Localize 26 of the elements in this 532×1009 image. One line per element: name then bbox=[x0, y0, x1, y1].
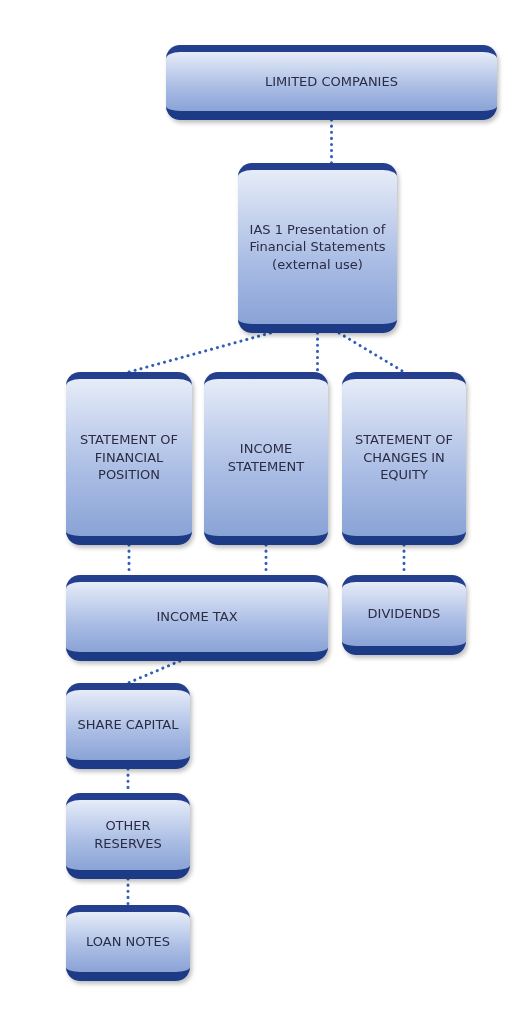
dotted-connector bbox=[127, 331, 272, 374]
rounded-box bbox=[204, 372, 328, 545]
dotted-connector bbox=[126, 659, 182, 685]
dotted-connector bbox=[316, 331, 319, 374]
rounded-box bbox=[238, 163, 397, 333]
box-label: IAS 1 Presentation of Financial Statements (external use) bbox=[248, 220, 387, 274]
rounded-box bbox=[66, 683, 190, 769]
dotted-connector bbox=[126, 877, 130, 907]
box-label: INCOME TAX bbox=[156, 608, 238, 626]
box-label: LOAN NOTES bbox=[86, 933, 170, 951]
rounded-box bbox=[66, 905, 190, 981]
dotted-connector bbox=[337, 331, 406, 374]
box-label: STATEMENT OF CHANGES IN EQUITY bbox=[353, 431, 455, 484]
box-label: SHARE CAPITAL bbox=[77, 716, 179, 734]
rounded-box bbox=[66, 793, 190, 879]
box-label: INCOME STATEMENT bbox=[226, 439, 306, 476]
rounded-box bbox=[342, 575, 466, 655]
box-label: STATEMENT OF FINANCIAL POSITION bbox=[78, 431, 180, 484]
box-label: DIVIDENDS bbox=[367, 605, 441, 623]
rounded-box bbox=[66, 372, 192, 545]
rounded-box bbox=[66, 575, 328, 661]
box-label: LIMITED COMPANIES bbox=[265, 72, 398, 91]
rounded-box bbox=[166, 45, 497, 120]
dotted-connector bbox=[330, 118, 333, 165]
rounded-box bbox=[342, 372, 466, 545]
box-label: OTHER RESERVES bbox=[93, 817, 163, 853]
